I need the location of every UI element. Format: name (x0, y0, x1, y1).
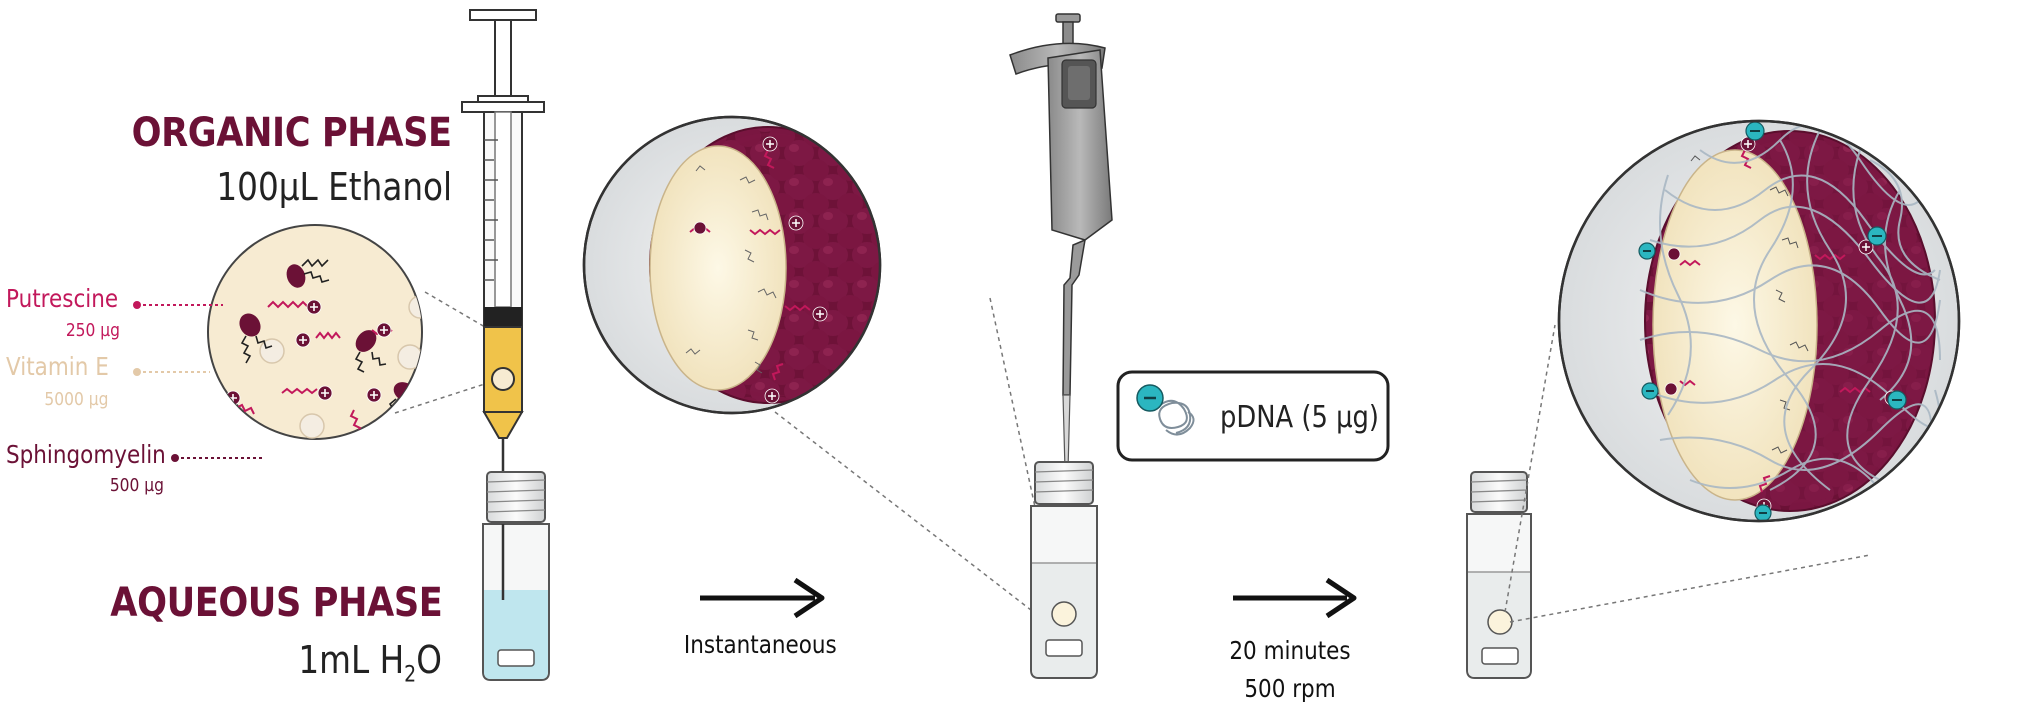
vial-complex (1466, 471, 1532, 679)
step-2-speed: 500 rpm (1244, 674, 1336, 703)
organic-phase-title: ORGANIC PHASE (132, 110, 452, 156)
syringe-icon (461, 9, 545, 575)
component-amount-putrescine: 250 µg (65, 320, 120, 341)
step-1-label: Instantaneous (683, 630, 837, 659)
nanoparticle-zoom (582, 115, 1056, 618)
vial-aqueous (482, 471, 550, 681)
arrow-20-minutes (1233, 577, 1357, 619)
step-2-time: 20 minutes (1229, 636, 1351, 665)
organic-mix-zoom (207, 224, 498, 440)
aqueous-phase-volume: 1mL H2O (298, 638, 442, 688)
vial-nanoparticles (1030, 461, 1098, 679)
component-name-sphingomyelin: Sphingomyelin (6, 440, 166, 469)
pdna-badge (1116, 370, 1390, 462)
component-amount-sphingomyelin: 500 µg (109, 475, 164, 496)
component-name-putrescine: Putrescine (6, 284, 119, 313)
arrow-instantaneous (700, 577, 825, 619)
component-leaders (133, 301, 265, 462)
component-amount-vitamin-e: 5000 µg (43, 389, 108, 410)
component-name-vitamin-e: Vitamin E (6, 352, 109, 381)
aqueous-phase-title: AQUEOUS PHASE (109, 580, 443, 626)
pdna-label: pDNA (5 µg) (1220, 400, 1379, 435)
complex-zoom (1504, 119, 1961, 623)
pipette-icon (1009, 13, 1113, 471)
organic-phase-volume: 100µL Ethanol (216, 165, 452, 209)
